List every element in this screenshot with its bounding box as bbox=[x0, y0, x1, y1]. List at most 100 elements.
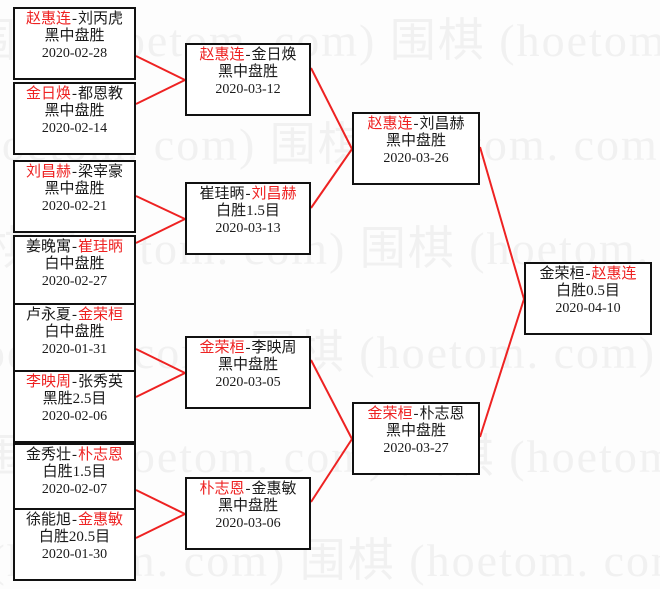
loser-name: 金惠敏 bbox=[251, 481, 297, 497]
winner-name: 赵惠连 bbox=[367, 116, 413, 132]
match-date: 2020-02-21 bbox=[41, 198, 108, 214]
connector-line bbox=[310, 67, 353, 150]
match-date: 2020-03-06 bbox=[215, 515, 281, 531]
player-separator: - bbox=[72, 307, 77, 323]
loser-name: 徐能旭 bbox=[25, 512, 71, 528]
player-separator: - bbox=[413, 406, 419, 422]
loser-name: 卢永夏 bbox=[25, 307, 71, 323]
loser-name: 金日焕 bbox=[251, 47, 297, 63]
match-players: 姜晚寓-崔珪昞 bbox=[15, 239, 134, 256]
match-date: 2020-02-07 bbox=[41, 481, 108, 497]
connector-line bbox=[135, 195, 186, 220]
match-result: 黑中盘胜 bbox=[217, 498, 278, 515]
player-separator: - bbox=[72, 86, 77, 102]
match-date: 2020-03-12 bbox=[215, 81, 281, 97]
match-result: 黑中盘胜 bbox=[385, 423, 446, 440]
connector-line bbox=[135, 372, 186, 398]
winner-name: 金荣桓 bbox=[199, 340, 245, 356]
winner-name: 金日焕 bbox=[25, 86, 71, 102]
loser-name: 崔珪昞 bbox=[199, 186, 245, 202]
match-date: 2020-03-05 bbox=[215, 374, 281, 390]
player-separator: - bbox=[72, 447, 77, 463]
match-date: 2020-03-27 bbox=[383, 440, 449, 456]
winner-name: 金荣桓 bbox=[367, 406, 413, 422]
player-separator: - bbox=[245, 340, 251, 356]
match-players: 赵惠连-刘丙虎 bbox=[15, 11, 134, 28]
connector-line bbox=[135, 218, 186, 244]
match-result: 白胜0.5目 bbox=[556, 283, 620, 300]
player-separator: - bbox=[245, 47, 251, 63]
match-players: 赵惠连-金日焕 bbox=[187, 47, 309, 64]
match-result: 黑中盘胜 bbox=[217, 357, 278, 374]
connector-line bbox=[479, 298, 525, 438]
winner-name: 赵惠连 bbox=[591, 266, 637, 282]
loser-name: 李映周 bbox=[251, 340, 297, 356]
player-separator: - bbox=[72, 11, 77, 27]
connector-line bbox=[310, 359, 353, 440]
loser-name: 姜晚寓 bbox=[25, 239, 71, 255]
match-date: 2020-02-28 bbox=[41, 45, 108, 61]
winner-name: 赵惠连 bbox=[25, 11, 71, 27]
connector-line bbox=[135, 55, 186, 81]
connector-line bbox=[310, 438, 353, 503]
match-players: 金荣桓-朴志恩 bbox=[354, 406, 478, 423]
match-players: 金秀壮-朴志恩 bbox=[15, 447, 134, 464]
match-result: 白中盘胜 bbox=[44, 256, 105, 273]
winner-name: 朴志恩 bbox=[199, 481, 245, 497]
match-players: 崔珪昞-刘昌赫 bbox=[187, 186, 309, 203]
loser-name: 金秀壮 bbox=[25, 447, 71, 463]
loser-name: 刘昌赫 bbox=[419, 116, 465, 132]
winner-name: 赵惠连 bbox=[199, 47, 245, 63]
player-separator: - bbox=[245, 186, 251, 202]
player-separator: - bbox=[585, 266, 591, 282]
connector-line bbox=[135, 489, 186, 515]
connector-line bbox=[135, 513, 186, 539]
winner-name: 金惠敏 bbox=[78, 512, 124, 528]
match-players: 徐能旭-金惠敏 bbox=[15, 512, 134, 529]
player-separator: - bbox=[72, 164, 77, 180]
match-result: 白胜20.5目 bbox=[38, 529, 111, 546]
player-separator: - bbox=[72, 374, 77, 390]
match-date: 2020-03-13 bbox=[215, 220, 281, 236]
match-result: 白胜1.5目 bbox=[216, 203, 280, 220]
match-players: 朴志恩-金惠敏 bbox=[187, 481, 309, 498]
match-players: 赵惠连-刘昌赫 bbox=[354, 116, 478, 133]
match-result: 黑中盘胜 bbox=[44, 28, 105, 45]
loser-name: 刘丙虎 bbox=[78, 11, 124, 27]
winner-name: 崔珪昞 bbox=[78, 239, 124, 255]
match-result: 白中盘胜 bbox=[44, 324, 105, 341]
winner-name: 金荣桓 bbox=[78, 307, 124, 323]
match-date: 2020-03-26 bbox=[383, 150, 449, 166]
match-players: 刘昌赫-梁宰豪 bbox=[15, 164, 134, 181]
match-players: 金荣桓-李映周 bbox=[187, 340, 309, 357]
match-date: 2020-04-10 bbox=[555, 300, 621, 316]
loser-name: 都恩教 bbox=[78, 86, 124, 102]
winner-name: 刘昌赫 bbox=[25, 164, 71, 180]
loser-name: 张秀英 bbox=[78, 374, 124, 390]
match-players: 金荣桓-赵惠连 bbox=[526, 266, 650, 283]
match-result: 黑中盘胜 bbox=[385, 133, 446, 150]
match-result: 白胜1.5目 bbox=[42, 464, 107, 481]
match-date: 2020-01-31 bbox=[41, 341, 108, 357]
connector-line bbox=[479, 146, 525, 300]
connector-line bbox=[135, 348, 186, 374]
match-players: 卢永夏-金荣桓 bbox=[15, 307, 134, 324]
loser-name: 金荣桓 bbox=[539, 266, 585, 282]
winner-name: 朴志恩 bbox=[78, 447, 124, 463]
